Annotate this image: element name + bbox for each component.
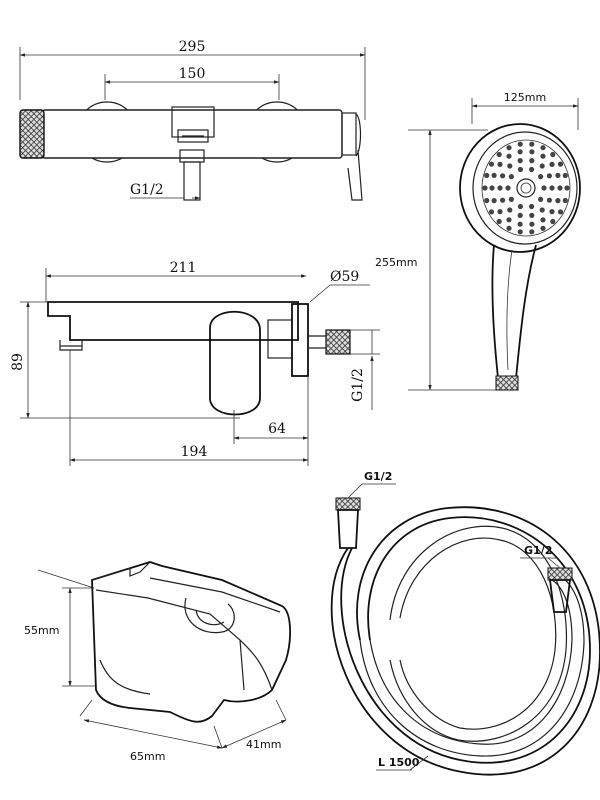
nozzle — [529, 229, 535, 235]
nozzle — [529, 203, 535, 210]
dim-height: 89 — [10, 353, 26, 371]
nozzle — [549, 209, 555, 215]
nozzle — [497, 185, 503, 191]
nozzle — [507, 207, 513, 213]
nozzle — [538, 174, 544, 180]
nozzle — [508, 174, 514, 180]
nozzle — [482, 185, 488, 191]
nozzle — [496, 218, 502, 225]
nozzle — [541, 185, 547, 191]
nozzle — [517, 141, 523, 147]
nozzle — [539, 163, 545, 169]
nozzle — [562, 197, 568, 204]
dim-body-length: 194 — [181, 444, 208, 460]
nozzle — [538, 196, 544, 202]
nozzle — [549, 185, 555, 191]
dim-shower-length: 255mm — [375, 256, 417, 269]
nozzle — [517, 229, 523, 235]
shower-hose: G1/2 G1/2 L 1500 — [330, 470, 600, 776]
nozzle — [539, 207, 545, 213]
nozzle — [517, 149, 523, 155]
nozzle — [508, 196, 514, 202]
dim-holder-width: 65mm — [130, 750, 165, 763]
nozzle — [550, 151, 556, 158]
shower-holder: 55mm 65mm 41mm — [24, 561, 291, 763]
spray-nozzles — [482, 141, 570, 235]
dim-spout-length: 211 — [170, 260, 197, 276]
nozzle — [500, 197, 506, 203]
faucet-top-view: 295 150 G1/2 — [19, 39, 366, 201]
nozzle — [484, 172, 490, 179]
nozzle — [549, 161, 555, 167]
nozzle — [497, 161, 503, 167]
dim-center-distance: 150 — [179, 66, 206, 82]
nozzle — [506, 217, 512, 223]
nozzle — [562, 172, 568, 179]
nozzle — [564, 185, 570, 191]
nozzle — [491, 198, 497, 204]
nozzle — [496, 151, 502, 158]
hose-thread-top: G1/2 — [364, 470, 392, 483]
dim-diameter: Ø59 — [330, 269, 359, 285]
nozzle — [529, 212, 535, 218]
nozzle — [529, 166, 535, 173]
dim-handle-offset: 64 — [268, 421, 286, 437]
nozzle — [517, 221, 523, 227]
nozzle — [491, 172, 497, 178]
dim-holder-height: 55mm — [24, 624, 59, 637]
nozzle — [557, 185, 563, 191]
nozzle — [507, 163, 513, 169]
dim-holder-depth: 41mm — [246, 738, 281, 751]
nozzle — [506, 225, 512, 231]
nozzle — [546, 173, 553, 179]
nozzle — [529, 158, 535, 164]
hand-shower: 125mm 255mm — [375, 91, 581, 391]
nozzle — [540, 217, 546, 223]
nozzle — [517, 212, 523, 218]
dim-thread-side: G1/2 — [350, 368, 366, 402]
nozzle — [517, 166, 524, 173]
nozzle — [557, 209, 564, 215]
nozzle — [540, 153, 546, 159]
nozzle — [557, 161, 564, 167]
dim-thread-top: G1/2 — [130, 182, 164, 198]
nozzle — [505, 185, 511, 191]
nozzle — [517, 158, 523, 164]
nozzle — [488, 161, 495, 167]
nozzle — [555, 172, 561, 178]
nozzle — [506, 153, 512, 159]
faucet-side-view: 211 Ø59 89 G1/2 64 — [10, 260, 380, 466]
nozzle — [506, 145, 512, 151]
dim-overall-width: 295 — [179, 39, 206, 55]
nozzle — [555, 198, 561, 204]
nozzle — [529, 149, 535, 155]
nozzle — [489, 185, 495, 191]
nozzle — [529, 141, 535, 147]
nozzle — [540, 225, 546, 231]
nozzle — [517, 203, 524, 210]
nozzle — [484, 197, 490, 204]
hose-thread-right: G1/2 — [524, 544, 552, 557]
hose-length: L 1500 — [378, 756, 420, 769]
nozzle — [529, 221, 535, 227]
nozzle — [500, 173, 506, 179]
nozzle — [546, 197, 553, 203]
nozzle — [550, 218, 556, 225]
nozzle — [497, 209, 503, 215]
nozzle — [540, 145, 546, 151]
dim-shower-width: 125mm — [504, 91, 546, 104]
nozzle — [488, 209, 495, 215]
